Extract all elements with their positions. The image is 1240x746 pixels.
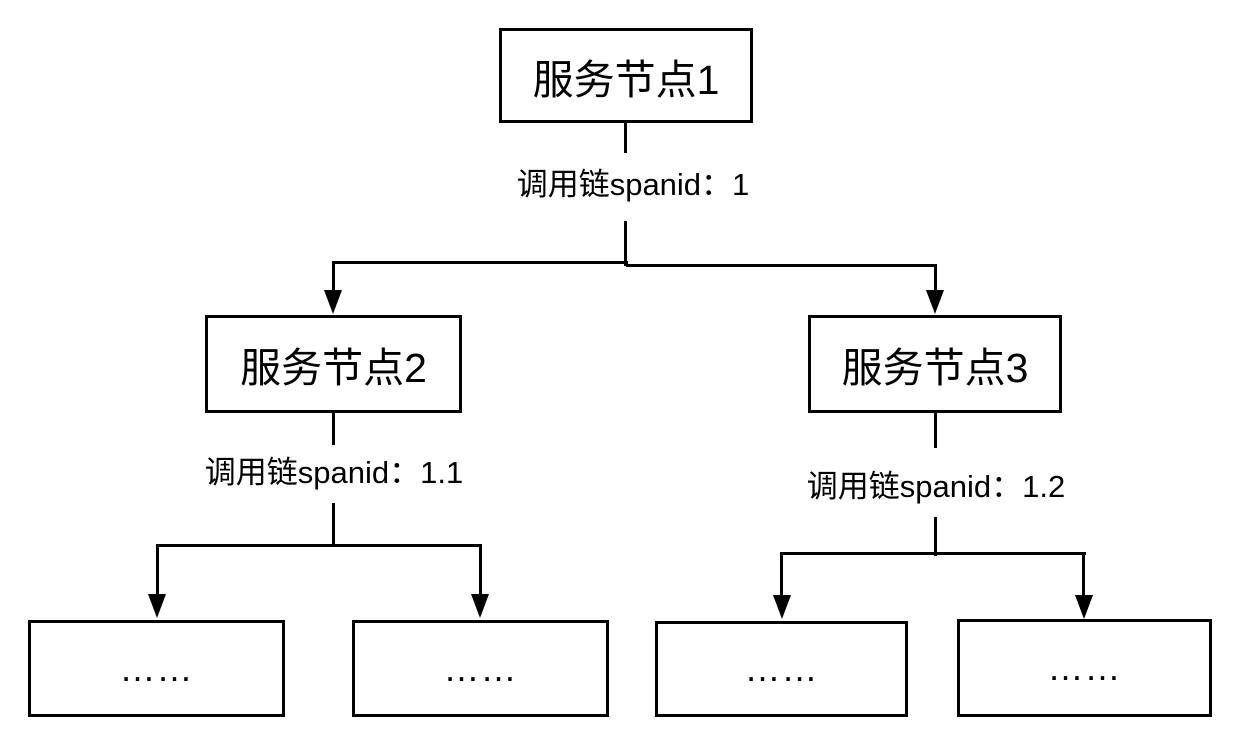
leaf-node-2: …… (352, 620, 609, 717)
spanid-label-1: 调用链spanid：1 (516, 167, 750, 202)
connector-node2-stub-bottom (332, 503, 335, 546)
service-node-1: 服务节点1 (499, 28, 753, 123)
service-node-1-label: 服务节点1 (532, 56, 720, 103)
arrow-down-icon (471, 594, 489, 618)
arrow-down-icon (324, 290, 342, 314)
service-node-3: 服务节点3 (808, 315, 1062, 413)
leaf-node-3: …… (655, 621, 908, 717)
connector-node3-stub-bottom (934, 517, 937, 556)
connector-arrow-leaf3-shaft (780, 552, 783, 596)
leaf-node-3-label: …… (744, 648, 819, 689)
service-node-2: 服务节点2 (205, 315, 462, 413)
arrow-down-icon (926, 290, 944, 314)
arrow-down-icon (773, 595, 791, 619)
connector-node3-stub-top (934, 413, 937, 448)
connector-branch1-right (626, 264, 936, 267)
connector-branch2 (156, 544, 482, 547)
connector-branch3 (780, 552, 1086, 555)
connector-root-stub-bottom (624, 221, 627, 266)
connector-arrow-leaf4-shaft (1082, 552, 1085, 596)
connector-node2-stub-top (332, 413, 335, 445)
connector-arrow-leaf1-shaft (156, 544, 159, 596)
arrow-down-icon (148, 594, 166, 618)
leaf-node-4: …… (957, 619, 1212, 717)
leaf-node-1: …… (28, 620, 285, 717)
service-node-2-label: 服务节点2 (240, 345, 427, 391)
leaf-node-4-label: …… (1047, 647, 1122, 688)
arrow-down-icon (1075, 595, 1093, 619)
connector-arrow-node3-shaft (934, 264, 937, 292)
connector-root-stub-top (624, 122, 627, 153)
connector-branch1-left (332, 261, 628, 264)
leaf-node-1-label: …… (119, 647, 194, 689)
service-node-3-label: 服务节点3 (841, 345, 1029, 391)
spanid-label-1-2: 调用链spanid：1.2 (806, 469, 1066, 504)
connector-arrow-leaf2-shaft (479, 544, 482, 596)
spanid-label-1-1: 调用链spanid：1.1 (204, 455, 464, 490)
leaf-node-2-label: …… (443, 647, 518, 689)
connector-arrow-node2-shaft (332, 261, 335, 292)
